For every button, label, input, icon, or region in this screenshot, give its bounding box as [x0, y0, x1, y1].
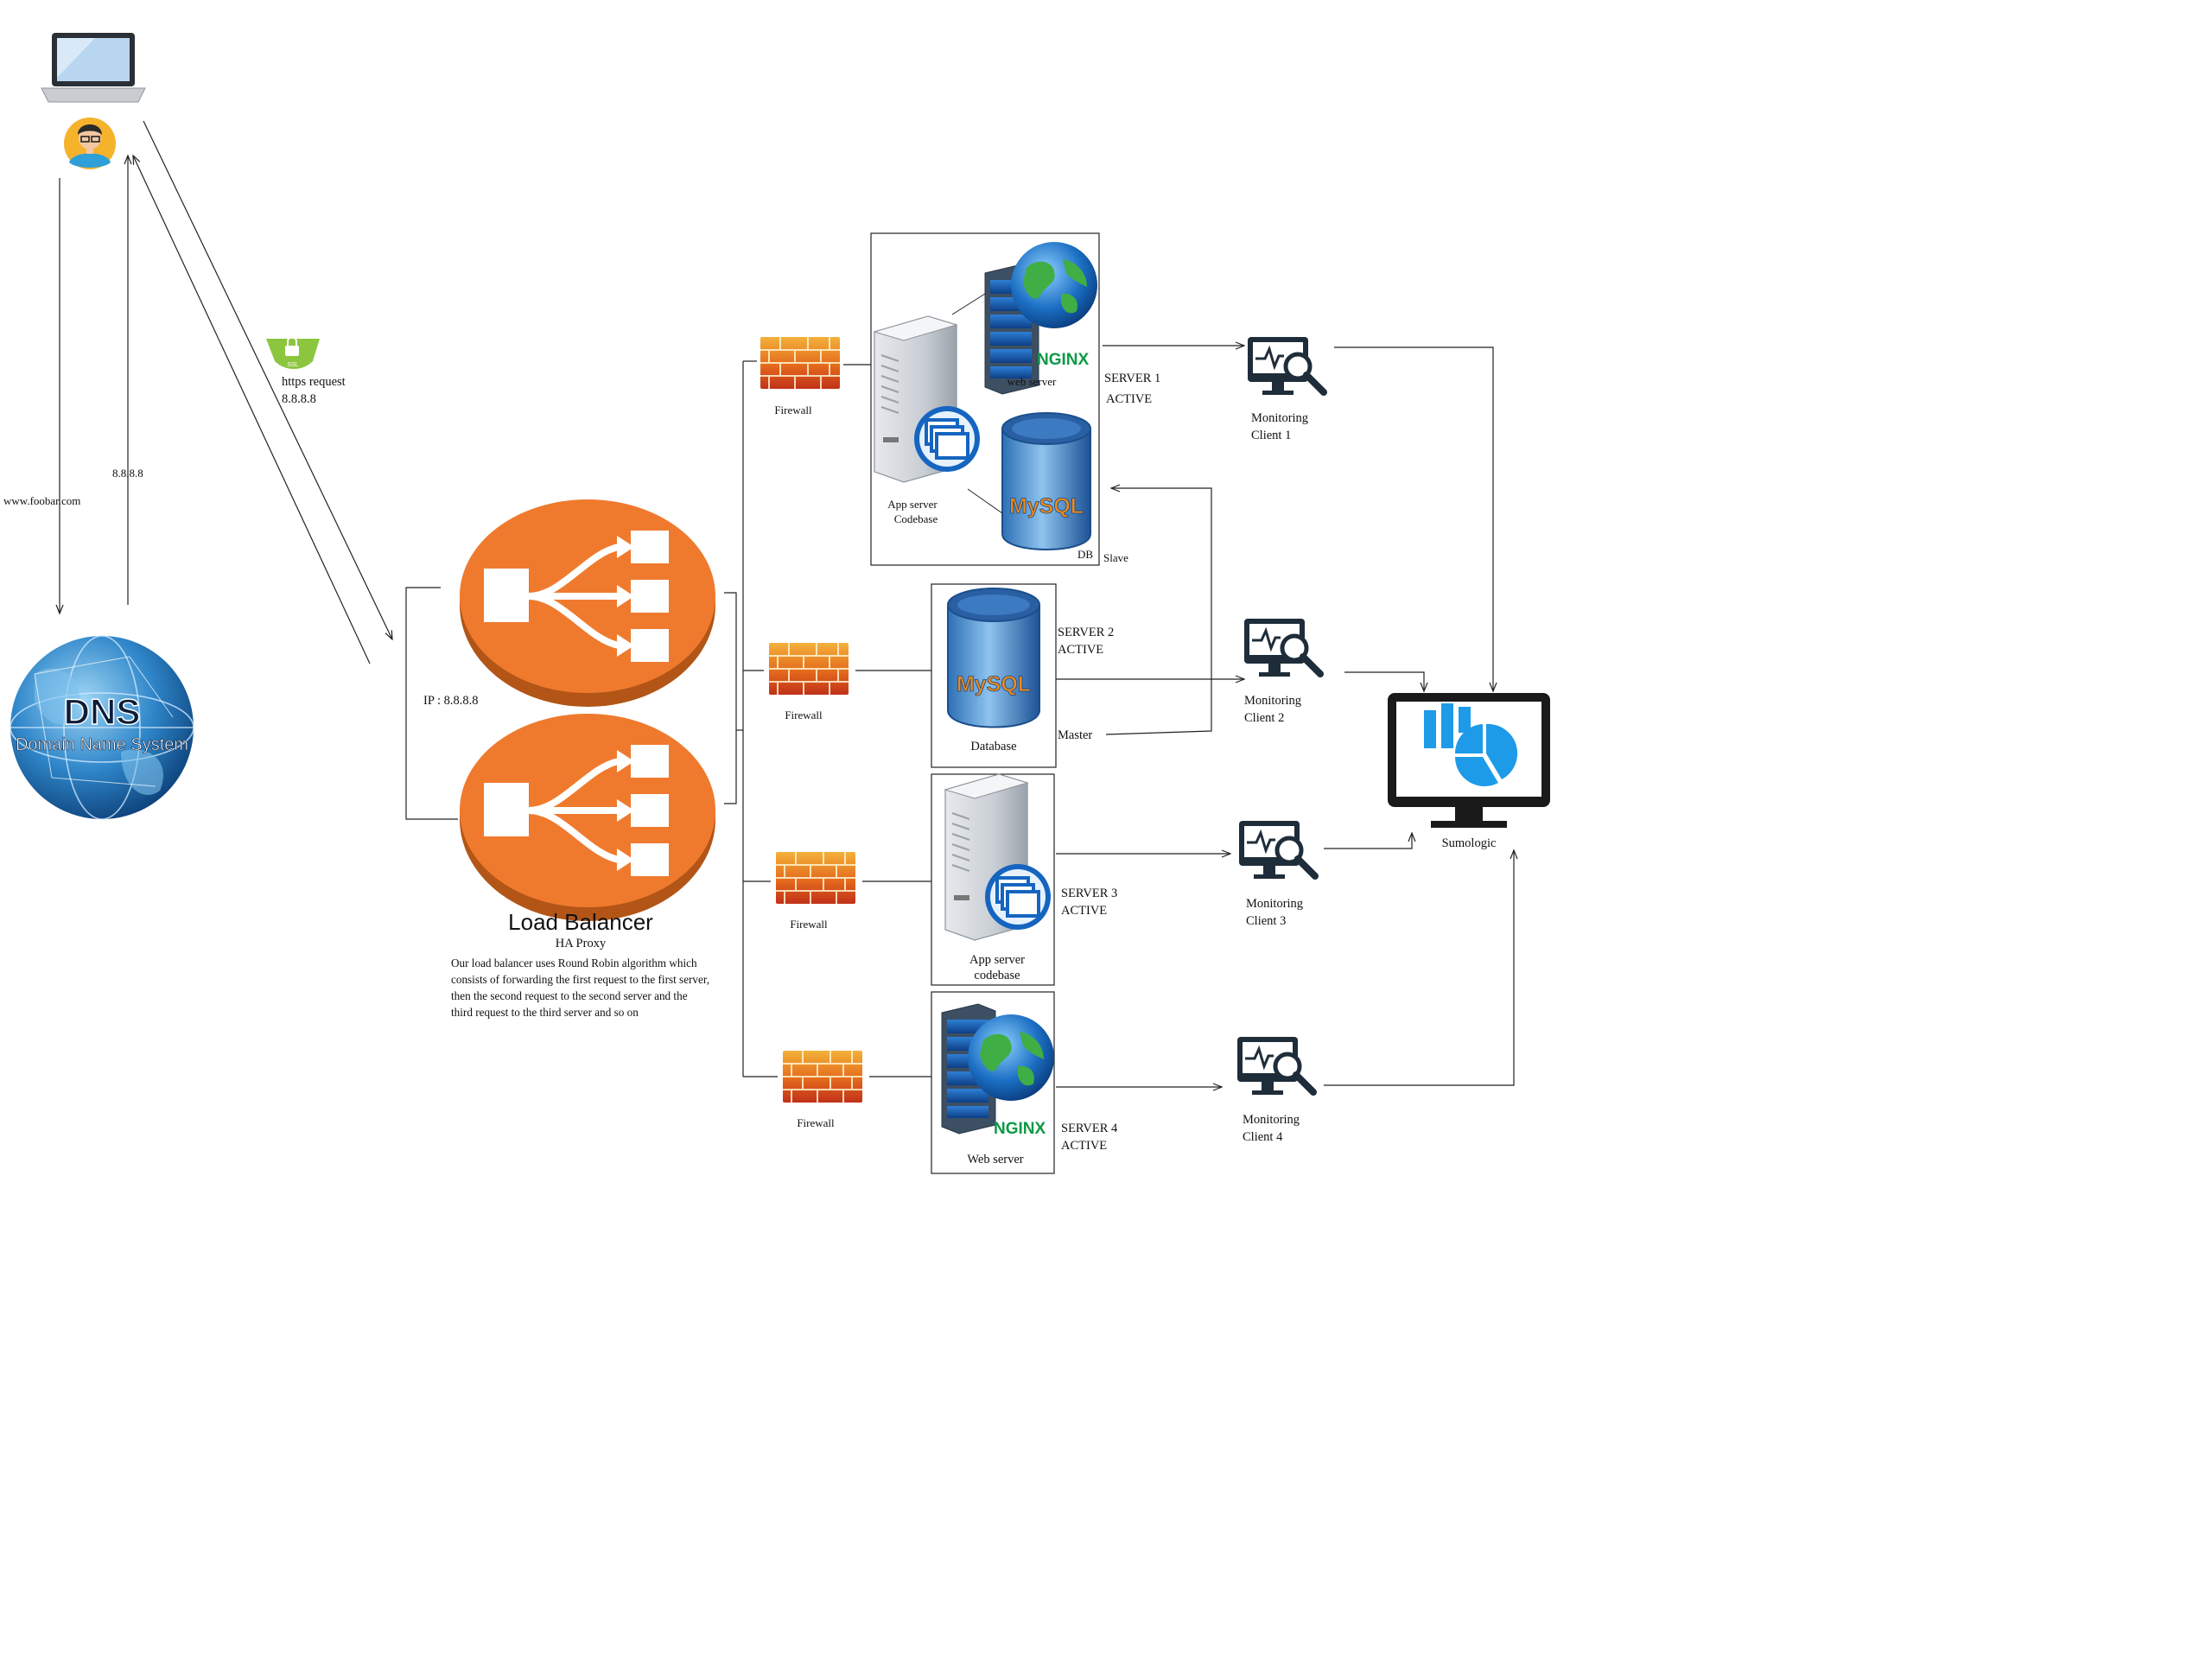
monitoring-client-3-line1: Monitoring — [1246, 897, 1303, 911]
server-2-mysql-logo: MySQL — [957, 672, 1031, 696]
monitoring-client-3-line2: Client 3 — [1246, 914, 1286, 928]
dns-title: DNS — [64, 691, 141, 732]
server-3-app-label: App server — [969, 953, 1025, 967]
firewall-4-icon — [782, 1050, 863, 1103]
firewall-4-label: Firewall — [797, 1116, 835, 1129]
monitoring-client-1-icon — [1248, 337, 1324, 395]
server-4-nginx-logo: NGINX — [994, 1120, 1046, 1138]
monitoring-client-1-line2: Client 1 — [1251, 429, 1291, 442]
firewall-1-label: Firewall — [774, 404, 812, 416]
server-3-status: ACTIVE — [1061, 904, 1107, 918]
laptop-icon — [41, 33, 146, 103]
server-1-status: ACTIVE — [1106, 392, 1152, 406]
client-3-sumologic-arrow — [1324, 833, 1412, 849]
server-3-box — [931, 773, 1055, 986]
firewall-2-icon — [768, 642, 849, 696]
user-avatar-icon — [64, 118, 116, 169]
server-2-box — [931, 583, 1057, 768]
firewall-2-label: Firewall — [785, 709, 823, 721]
server-1-mysql-logo: MySQL — [1009, 494, 1084, 518]
server-4-box — [931, 991, 1055, 1174]
client-1-sumologic-arrow — [1334, 346, 1493, 691]
https-request-arrow — [143, 120, 392, 639]
server-1-app-icon — [912, 404, 982, 474]
monitoring-client-4-line1: Monitoring — [1243, 1113, 1300, 1127]
server-2-db-cylinder-icon — [947, 588, 1040, 728]
client-4-sumologic-arrow — [1324, 850, 1514, 1086]
sumologic-label: Sumologic — [1442, 836, 1497, 850]
monitoring-client-2-line1: Monitoring — [1244, 694, 1301, 708]
lb-title: Load Balancer — [508, 909, 653, 935]
server-1-db-label: DB — [1077, 548, 1093, 561]
server-4-name: SERVER 4 — [1061, 1122, 1118, 1135]
server-2-role-label: Master — [1058, 728, 1092, 742]
load-balancer-2-icon — [460, 714, 715, 921]
lb-subtitle: HA Proxy — [556, 937, 607, 950]
monitoring-client-2-icon — [1244, 619, 1320, 677]
firewall-3-label: Firewall — [790, 918, 828, 931]
server-3-app-icon — [983, 862, 1052, 931]
https-response-arrow — [133, 156, 371, 664]
ssl-badge-text: SSL — [287, 362, 298, 368]
server-1-nginx-logo: NGINX — [1037, 351, 1090, 369]
server-1-box — [870, 232, 1100, 566]
server-1-role-label: Slave — [1103, 551, 1128, 564]
https-ip-label: 8.8.8.8 — [282, 392, 316, 406]
client-2-sumologic-arrow — [1344, 671, 1424, 691]
server-1-web-label: web server — [1007, 375, 1057, 388]
lb-output-bracket — [724, 592, 737, 804]
server-4-web-label: Web server — [967, 1153, 1023, 1166]
load-balancer-1-icon — [460, 499, 715, 707]
lb-ip-label: IP : 8.8.8.8 — [423, 694, 479, 708]
server-3-app-sub-label: codebase — [974, 969, 1020, 982]
monitoring-client-2-line2: Client 2 — [1244, 711, 1284, 725]
monitoring-client-4-icon — [1237, 1037, 1313, 1095]
server-4-globe-icon — [968, 1014, 1054, 1101]
server-2-status: ACTIVE — [1058, 643, 1103, 657]
lb-pair-bracket — [405, 587, 458, 820]
monitoring-client-1-line1: Monitoring — [1251, 411, 1308, 425]
server-4-status: ACTIVE — [1061, 1139, 1107, 1153]
firewall-3-icon — [775, 851, 856, 905]
lb-description: Our load balancer uses Round Robin algor… — [451, 957, 710, 1019]
https-request-label: https request — [282, 375, 346, 389]
server-1-name: SERVER 1 — [1104, 372, 1160, 385]
server-2-db-label: Database — [970, 740, 1016, 753]
sumologic-dashboard-icon — [1388, 693, 1550, 828]
server-2-name: SERVER 2 — [1058, 626, 1114, 639]
server-1-db-cylinder-icon — [1001, 412, 1091, 550]
firewall-1-icon — [760, 336, 841, 390]
server-3-name: SERVER 3 — [1061, 887, 1117, 900]
server-1-app-label: App server — [887, 498, 938, 511]
monitoring-client-3-icon — [1239, 821, 1315, 879]
ssl-badge-icon — [266, 336, 320, 369]
dns-response-label: 8.8.8.8 — [112, 467, 143, 480]
monitoring-client-4-line2: Client 4 — [1243, 1130, 1283, 1144]
dns-subtitle: Domain Name System — [16, 735, 188, 754]
domain-request-label: www.foobar.com — [3, 494, 80, 507]
replication-arrow — [1105, 488, 1212, 735]
server-1-globe-icon — [1011, 242, 1097, 328]
server-1-app-sub-label: Codebase — [894, 512, 938, 525]
dns-globe-icon — [3, 620, 199, 838]
